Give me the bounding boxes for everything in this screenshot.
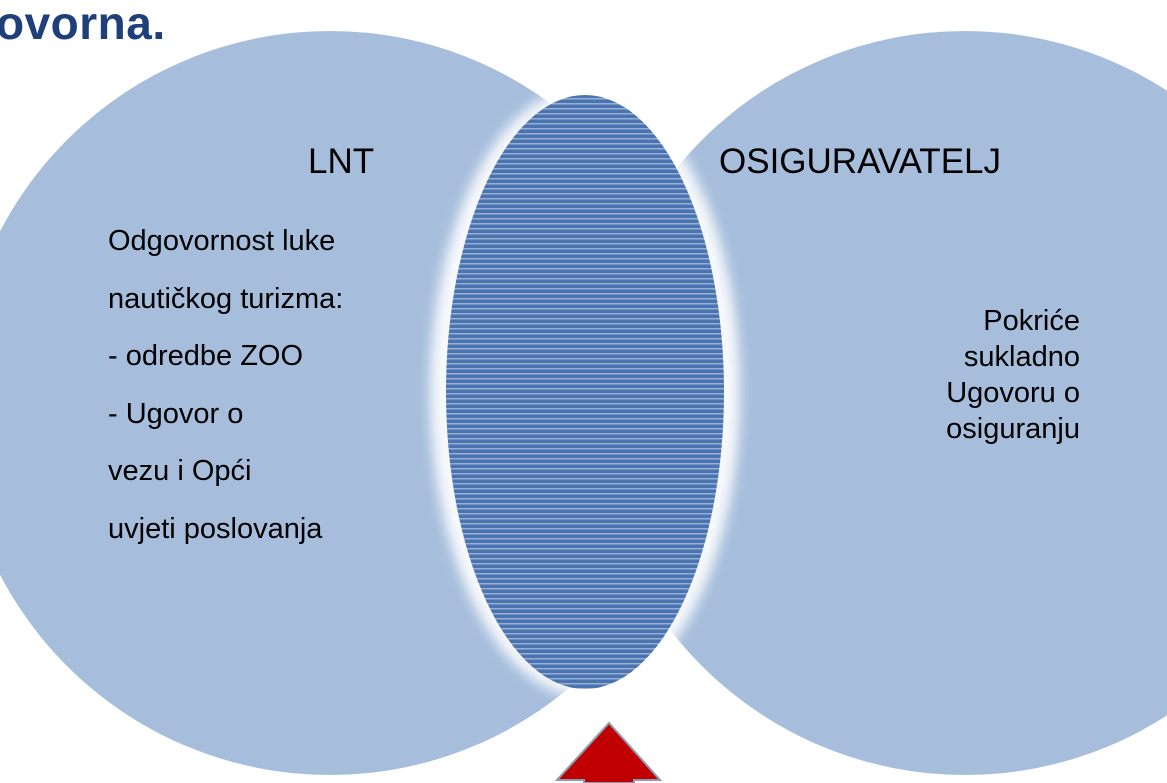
left-text-line: uvjeti poslovanja: [108, 512, 323, 545]
up-arrow-icon: [554, 721, 663, 783]
right-text-line: sukladno: [963, 341, 1080, 373]
left-circle-title: LNT: [308, 142, 375, 181]
right-circle-title: OSIGURAVATELJ: [719, 142, 1001, 181]
right-text-line: Pokriće: [983, 305, 1080, 337]
left-text-line: - odredbe ZOO: [108, 340, 304, 372]
left-text-line: vezu i Opći: [108, 455, 252, 487]
left-text-line: nautičkog turizma:: [108, 282, 344, 315]
heading-fragment: ovorna.: [0, 0, 166, 49]
left-text-line: - Ugovor o: [108, 397, 244, 430]
left-circle-text: Odgovornost luke nautičkog turizma: - od…: [108, 213, 343, 558]
overlap-lens: [446, 95, 724, 689]
left-text-line: Odgovornost luke: [108, 225, 336, 257]
right-text-line: osiguranju: [946, 413, 1080, 445]
right-circle: [593, 31, 1167, 775]
right-circle-text: Pokriće sukladno Ugovoru o osiguranju: [870, 303, 1080, 447]
right-text-line: Ugovoru o: [946, 377, 1080, 409]
